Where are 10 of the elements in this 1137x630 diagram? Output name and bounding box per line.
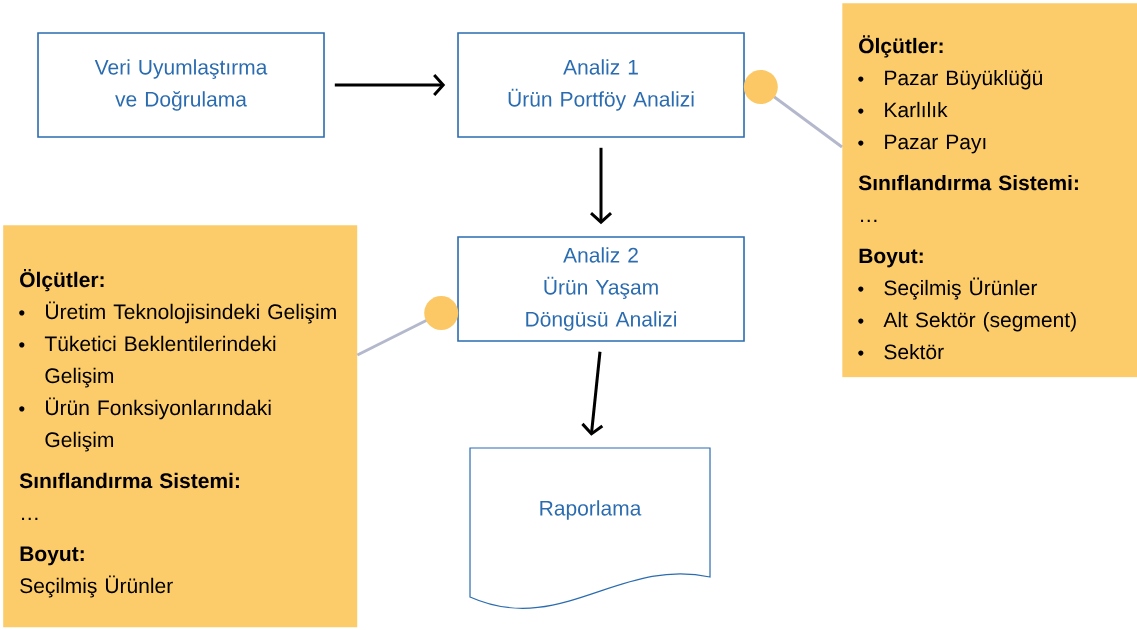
process-box: Veri Uyumlaştırma ve Doğrulama [37, 32, 325, 138]
connector-dot-line [356, 296, 459, 357]
arrow [590, 147, 612, 225]
arrow [581, 351, 604, 436]
connector-dot-line [743, 70, 843, 149]
note-card: Ölçütler: Pazar Büyüklüğü Karlılık Pazar Payı Sınıflandırma Sistemi: … Boyut: Seçilmiş Ürünler Alt Sektör (segment) Sektör [842, 3, 1137, 378]
process-box: Analiz 1 Ürün Portföy Analizi [457, 32, 745, 138]
arrow [334, 74, 446, 96]
note-card: Ölçütler: Üretim Teknolojisindeki Gelişim Tüketici Beklentilerindeki Gelişim Ürün Fonksiyonlarındaki Gelişim Sınıflandırma Sistemi: … Boyut: Seçilmiş Ürünler [3, 225, 358, 628]
process-box: Analiz 2 Ürün Yaşam Döngüsü Analizi [457, 236, 745, 342]
